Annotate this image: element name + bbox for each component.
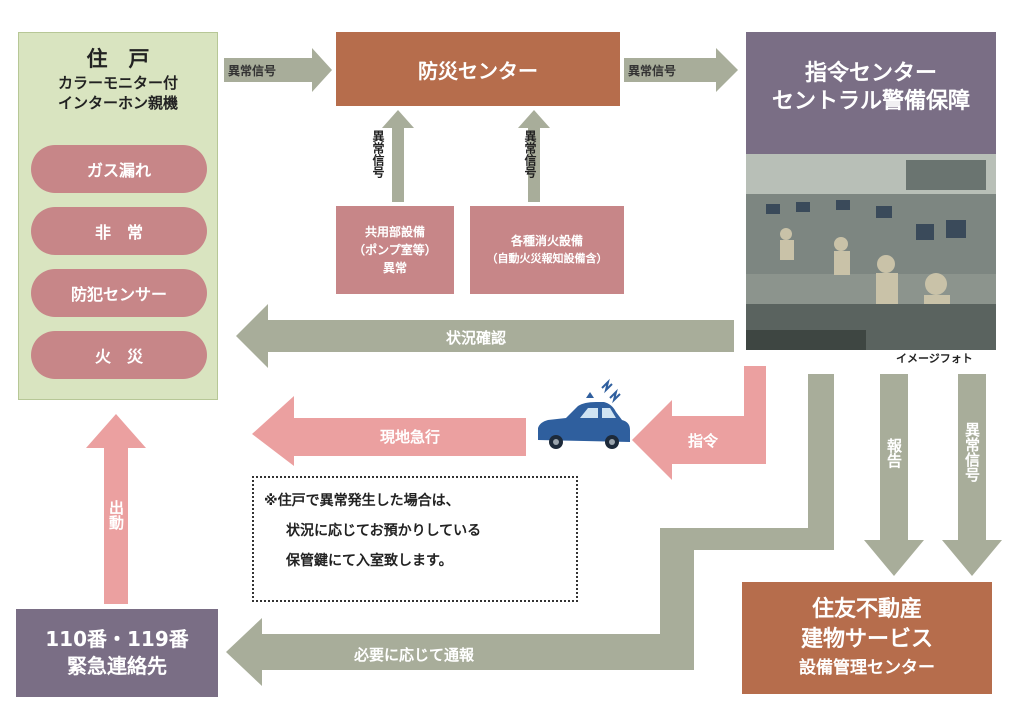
command-center-line2: セントラル警備保障 [771, 89, 970, 114]
arrow-report [864, 374, 924, 576]
residence-item-gas-leak: ガス漏れ [31, 145, 207, 193]
arrow-residence-to-bosai [224, 48, 332, 92]
command-center: 指令センター セントラル警備保障 [746, 32, 996, 154]
sumitomo-building-service-box: 住友不動産 建物サービス 設備管理センター [742, 582, 992, 694]
arrow-order [632, 366, 766, 480]
arrow-fire-up [518, 110, 550, 202]
sumitomo-line1: 住友不動産 [811, 597, 922, 622]
patrol-car-icon [538, 378, 630, 449]
label-rush-to-site: 現地急行 [380, 428, 441, 446]
arrow-common-up [382, 110, 414, 202]
note-line1: ※住戸で異常発生した場合は、 [264, 493, 460, 509]
photo-caption: イメージフォト [896, 352, 973, 365]
fire-equipment-box: 各種消火設備 （自動火災報知設備含） [470, 206, 624, 294]
arrow-notify [226, 374, 834, 686]
residence-title: 住 戸 [86, 47, 150, 71]
emergency-line2: 緊急連絡先 [67, 654, 167, 678]
residence-item-emergency: 非 常 [31, 207, 207, 255]
note-box: ※住戸で異常発生した場合は、 状況に応じてお預かりしている 保管鍵にて入室致しま… [252, 476, 578, 602]
fire-equipment-line1: 各種消火設備 [510, 234, 583, 248]
control-room-image-icon [746, 154, 996, 350]
arrow-abnormal-down [942, 374, 1002, 576]
residence-item-security-sensor: 防犯センサー [31, 269, 207, 317]
arrow-dispatch [86, 414, 146, 604]
arrow-bosai-to-command [624, 48, 738, 92]
label-abnormal-signal-fire: 異常信号 [523, 130, 537, 178]
residence-subtitle-1: カラーモニター付 [57, 74, 178, 92]
label-dispatch: 出動 [107, 500, 125, 530]
label-abnormal-signal-2: 異常信号 [628, 64, 677, 78]
label-report: 報告 [885, 438, 903, 468]
common-equipment-line2: （ポンプ室等） [353, 243, 437, 257]
common-equipment-box: 共用部設備 （ポンプ室等） 異常 [336, 206, 454, 294]
common-equipment-line1: 共用部設備 [364, 225, 425, 239]
common-equipment-line3: 異常 [382, 261, 407, 275]
label-abnormal-signal-1: 異常信号 [228, 64, 277, 78]
label-abnormal-signal-down: 異常信号 [963, 422, 981, 482]
note-line2: 状況に応じてお預かりしている [286, 523, 482, 539]
note-line3: 保管鍵にて入室致します。 [286, 553, 453, 569]
residence-subtitle-2: インターホン親機 [57, 94, 178, 112]
arrow-rush-to-site [252, 396, 526, 466]
emergency-contacts-box: 110番・119番 緊急連絡先 [16, 609, 218, 697]
sumitomo-line2: 建物サービス [800, 627, 933, 652]
arrow-status-check [236, 304, 734, 368]
disaster-prevention-center: 防災センター [336, 32, 620, 106]
label-order: 指令 [688, 432, 719, 450]
emergency-line1: 110番・119番 [45, 627, 189, 651]
control-room-photo [746, 154, 996, 350]
fire-equipment-line2: （自動火災報知設備含） [486, 252, 608, 265]
label-abnormal-signal-common: 異常信号 [371, 130, 385, 178]
command-center-line1: 指令センター [804, 61, 937, 86]
residence-item-fire: 火 災 [31, 331, 207, 379]
residence-panel: 住 戸 カラーモニター付 インターホン親機 ガス漏れ 非 常 防犯センサー 火 … [18, 32, 218, 400]
label-notify-if-needed: 必要に応じて通報 [354, 646, 475, 664]
label-status-check: 状況確認 [446, 329, 507, 347]
sumitomo-line3: 設備管理センター [799, 658, 935, 678]
